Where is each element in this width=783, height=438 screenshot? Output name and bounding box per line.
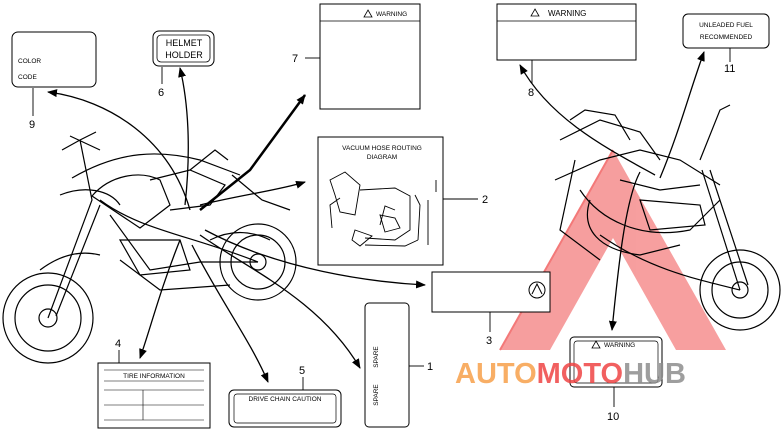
spare-text-bottom: SPARE [373,384,380,406]
callout-1: 1 [427,361,433,373]
wing-logo-icon [528,281,546,299]
callout-10: 10 [607,411,619,423]
helmet-line1: HELMET [166,38,203,48]
color-code-line2: CODE [18,74,37,81]
warning-text-8: WARNING [548,9,586,18]
logo-sticker-label [431,271,551,313]
watermark-part-hub: HUB [623,358,686,390]
warning-label-7: WARNING [319,3,421,110]
spare-label: SPARE SPARE [364,302,410,428]
warning-label-8: WARNING [496,3,637,61]
callout-2: 2 [482,194,488,206]
warning-label-10: WARNING [569,336,663,388]
warning-triangle-icon [591,340,601,349]
callout-7: 7 [292,53,298,65]
warning-triangle-icon [363,9,373,18]
helmet-holder-label: HELMET HOLDER [152,30,215,67]
warning-text-10: WARNING [604,342,635,349]
hose-routing-drawing [329,171,437,247]
svg-text:AUTOMOTOHUB: AUTOMOTOHUB [455,358,686,390]
right-motorcycle-illustration [554,104,781,331]
drive-chain-title: DRIVE CHAIN CAUTION [249,396,322,403]
watermark-part-auto: AUTO [455,358,537,390]
vacuum-line1: VACUUM HOSE ROUTING [342,145,422,152]
callout-9: 9 [29,119,35,131]
callout-8: 8 [528,87,534,99]
watermark-part-moto: MOTO [537,358,623,390]
color-code-label: COLOR CODE [11,31,97,88]
drive-chain-caution-label: DRIVE CHAIN CAUTION [228,389,342,428]
callout-numbers: 1 2 3 4 5 6 7 8 9 10 11 [29,53,735,423]
left-motorcycle-illustration [2,131,297,364]
warning-triangle-icon [530,8,540,17]
callout-6: 6 [158,87,164,99]
callout-lines [32,48,731,407]
unleaded-line1: UNLEADED FUEL [699,22,753,29]
vacuum-hose-routing-label: VACUUM HOSE ROUTING DIAGRAM [317,136,444,266]
callout-5: 5 [299,365,305,377]
helmet-line2: HOLDER [165,50,203,60]
spare-text-top: SPARE [373,346,380,368]
watermark-logo: AUTOMOTOHUB [455,358,686,390]
warning-text-7: WARNING [376,11,407,18]
color-code-line1: COLOR [18,58,41,65]
callout-11: 11 [724,63,735,75]
tire-info-title: TIRE INFORMATION [123,373,185,380]
vacuum-line2: DIAGRAM [367,154,397,161]
callout-4: 4 [115,338,121,350]
watermark-triangle [499,149,726,351]
unleaded-line2: RECOMMENDED [700,34,753,41]
unleaded-fuel-label: UNLEADED FUEL RECOMMENDED [682,13,770,49]
leader-arrows [47,51,705,383]
tire-information-label: TIRE INFORMATION [97,362,211,429]
callout-3: 3 [486,335,492,347]
